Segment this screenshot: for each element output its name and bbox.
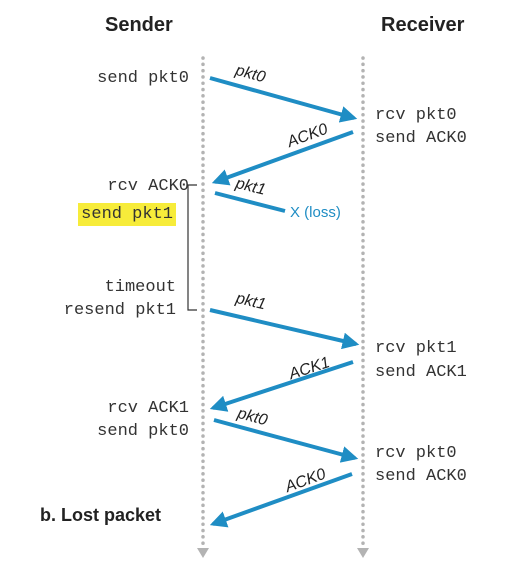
arrow-ack1 [209,360,354,412]
sender-timeline-end-arrow [197,548,209,558]
timeout-bracket [187,184,197,311]
sender-header: Sender [105,14,173,36]
figure-caption: b. Lost packet [40,505,162,525]
receiver-event-send-ack1: send ACK1 [375,363,467,382]
sender-event-send-pkt0: send pkt0 [97,69,189,88]
sender-event-resend-pkt1: resend pkt1 [63,301,176,320]
sender-event-send-pkt1: send pkt1 [78,203,176,226]
highlight-marker: send pkt1 [78,203,176,226]
arrow-ack0-1 [211,130,354,186]
sender-event-rcv-ack0: rcv ACK0 [107,177,189,196]
arrow-ack0-2 [209,472,353,528]
receiver-timeline-end-arrow [357,548,369,558]
arrow-pkt0-2 [213,418,359,463]
loss-label: X (loss) [290,204,341,221]
receiver-event-rcv-pkt1: rcv pkt1 [375,339,457,358]
arrow-pkt1-resend [209,308,360,350]
arrow-pkt1-lost [214,191,286,213]
receiver-event-send-ack0-2: send ACK0 [375,467,467,486]
sender-event-timeout: timeout [104,278,176,297]
arrow-pkt0-1 [209,76,358,123]
receiver-header: Receiver [381,14,465,36]
receiver-event-rcv-pkt0-2: rcv pkt0 [375,444,457,463]
receiver-event-send-ack0: send ACK0 [375,129,467,148]
sender-event-rcv-ack1: rcv ACK1 [107,399,189,418]
receiver-event-rcv-pkt0: rcv pkt0 [375,106,457,125]
sender-event-send-pkt0-2: send pkt0 [97,422,189,441]
